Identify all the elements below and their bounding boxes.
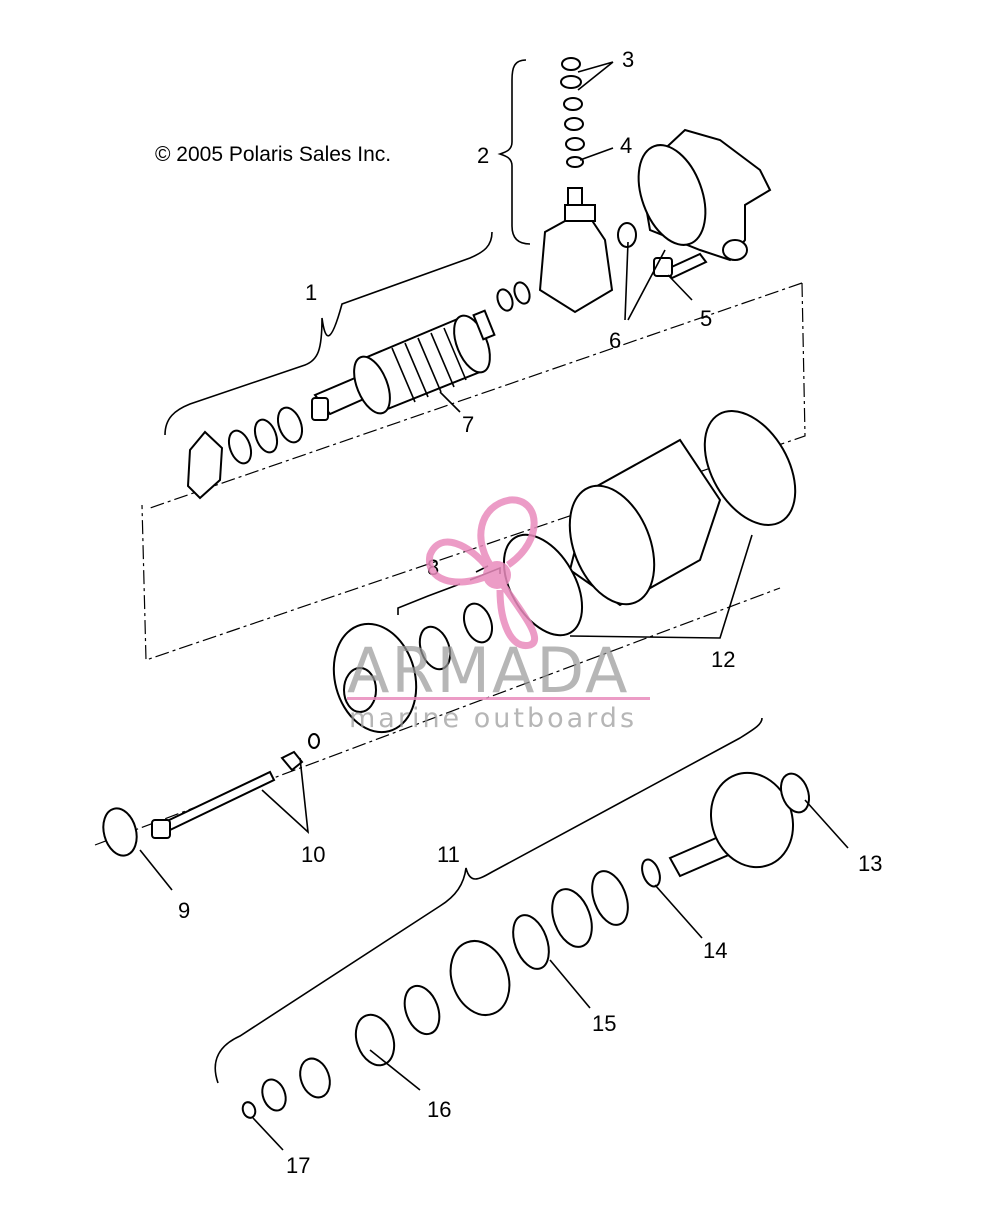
callout-9: 9 [178, 898, 190, 923]
callout-10: 10 [301, 842, 325, 867]
callout-4: 4 [620, 133, 632, 158]
callout-15: 15 [592, 1011, 616, 1036]
frame-lines [94, 282, 806, 846]
callout-3: 3 [622, 47, 634, 72]
propeller-logo-icon [426, 496, 539, 649]
callout-numbers: 1 2 3 4 5 6 7 8 9 10 11 12 13 14 15 16 1… [178, 47, 882, 1178]
callout-5: 5 [700, 306, 712, 331]
drive-end-housing [332, 602, 494, 734]
callout-1: 1 [305, 280, 317, 305]
armature-washers [186, 281, 531, 500]
watermark-logo: ARMADA marine outboards [347, 496, 650, 734]
callout-16: 16 [427, 1097, 451, 1122]
callout-7: 7 [462, 412, 474, 437]
yoke [502, 410, 797, 637]
end-housing [617, 128, 772, 280]
watermark-brand: ARMADA [347, 634, 629, 707]
brush-holder [538, 57, 614, 314]
propeller-hub [483, 561, 511, 589]
callout-6: 6 [609, 328, 621, 353]
watermark-rule [347, 697, 650, 700]
copyright-text: © 2005 Polaris Sales Inc. [155, 143, 391, 166]
watermark-tagline: marine outboards [349, 703, 637, 734]
through-bolt [102, 733, 320, 857]
leader-lines [139, 61, 849, 1151]
callout-17: 17 [286, 1153, 310, 1178]
callout-2: 2 [477, 143, 489, 168]
pinion-assembly [241, 771, 811, 1119]
callout-12: 12 [711, 647, 735, 672]
callout-13: 13 [858, 851, 882, 876]
callout-14: 14 [703, 938, 727, 963]
armature [311, 309, 496, 421]
callout-11: 11 [437, 842, 460, 867]
